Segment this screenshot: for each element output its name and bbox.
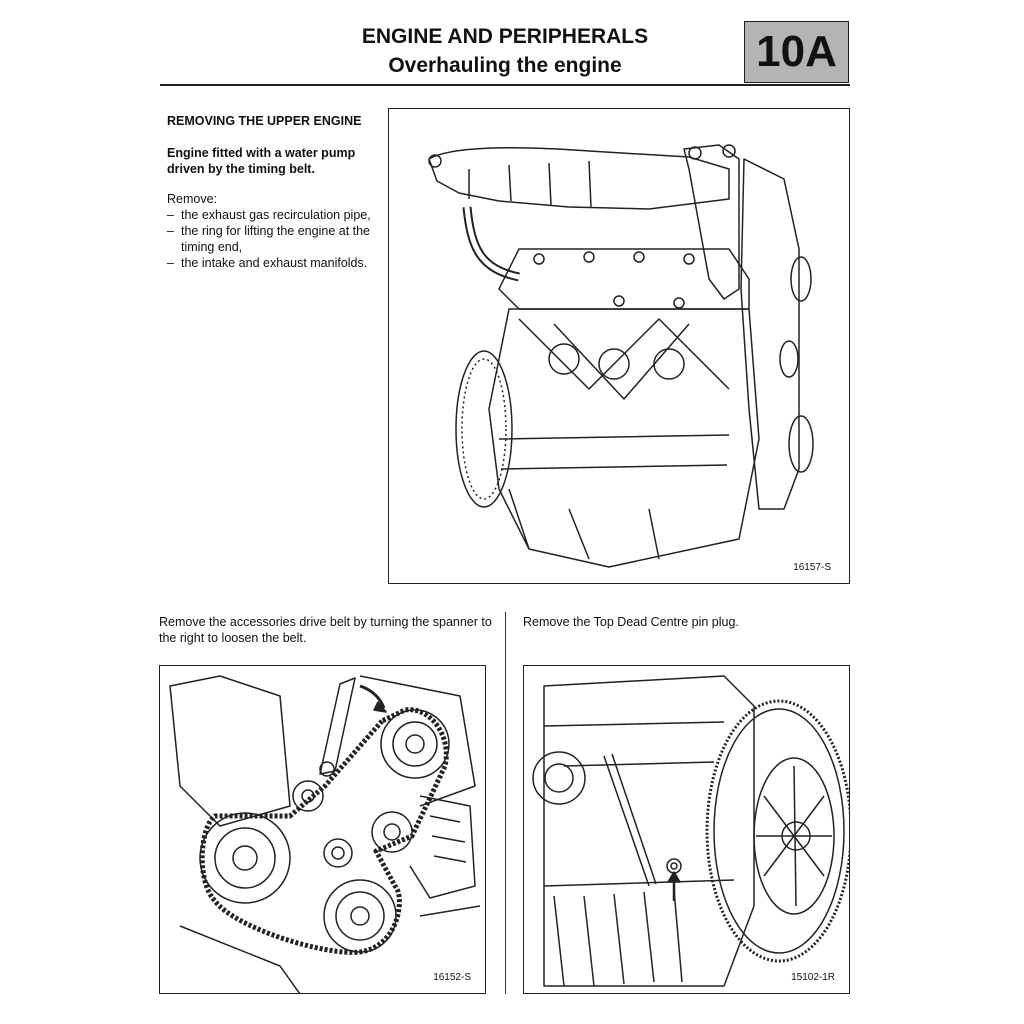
figure-ref: 16157-S <box>793 562 831 573</box>
chapter-title: ENGINE AND PERIPHERALS <box>361 25 649 48</box>
tdc-figure: 15102-1R <box>523 665 850 994</box>
figure-ref: 16152-S <box>433 972 471 983</box>
list-item: the ring for lifting the engine at the t… <box>167 223 382 255</box>
list-item: the exhaust gas recirculation pipe, <box>167 207 382 223</box>
page-header: ENGINE AND PERIPHERALS Overhauling the e… <box>160 22 850 80</box>
page-title: Overhauling the engine <box>388 54 622 77</box>
list-item: the intake and exhaust manifolds. <box>167 255 382 271</box>
belt-illustration <box>169 675 481 993</box>
engine-illustration <box>428 144 814 568</box>
engine-figure: 16157-S <box>388 108 850 584</box>
belt-instruction: Remove the accessories drive belt by tur… <box>159 615 492 645</box>
tdc-illustration <box>532 675 849 987</box>
upper-engine-text: REMOVING THE UPPER ENGINE Engine fitted … <box>167 113 382 271</box>
section-badge: 10A <box>744 21 849 83</box>
engine-note: Engine fitted with a water pump driven b… <box>167 146 356 176</box>
column-divider <box>505 612 506 994</box>
removal-list: the exhaust gas recirculation pipe, the … <box>167 207 382 271</box>
remove-intro: Remove: <box>167 192 218 206</box>
tdc-instruction: Remove the Top Dead Centre pin plug. <box>523 615 739 629</box>
section-heading: REMOVING THE UPPER ENGINE <box>167 114 362 128</box>
figure-ref: 15102-1R <box>791 972 835 983</box>
belt-figure: 16152-S <box>159 665 486 994</box>
header-divider <box>160 84 850 86</box>
